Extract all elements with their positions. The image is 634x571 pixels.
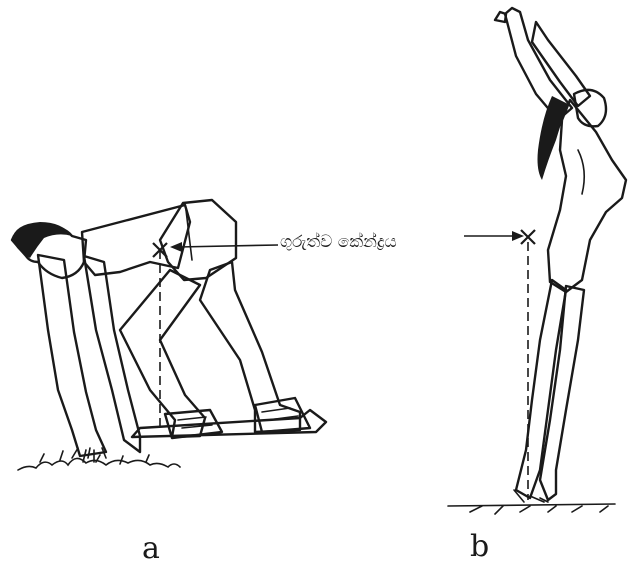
- callout-arrow-left: [170, 242, 278, 252]
- grass-ground: [18, 448, 180, 470]
- ground-b: [448, 504, 615, 514]
- shorts-a: [160, 200, 236, 280]
- panel-b-figure: [448, 8, 626, 514]
- shirt-a: [82, 205, 190, 275]
- panel-a-figure: [12, 200, 326, 470]
- suit-b: [548, 100, 626, 292]
- starting-block: [132, 410, 326, 437]
- panel-a-label: a: [142, 532, 160, 566]
- center-of-gravity-marker-b: [521, 230, 535, 244]
- hair-a: [12, 222, 72, 258]
- center-of-gravity-label: ගුරුත්ව කේන්ද්‍රය: [280, 231, 397, 253]
- panel-b-label: b: [470, 530, 489, 564]
- callout-arrow-right: [464, 231, 524, 241]
